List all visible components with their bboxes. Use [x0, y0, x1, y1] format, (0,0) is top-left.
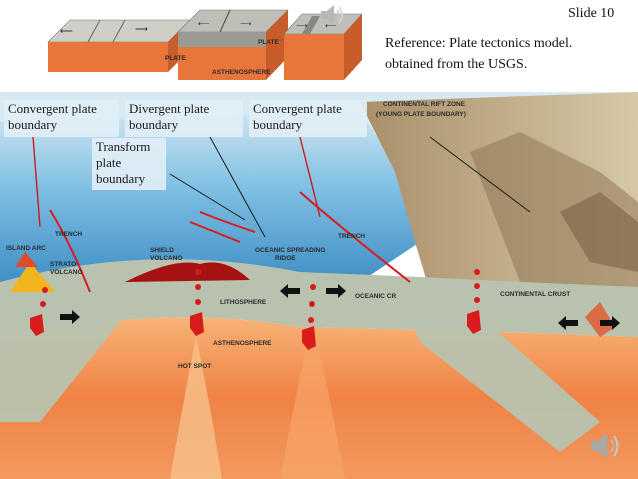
svg-text:⟶: ⟶	[240, 19, 252, 28]
label-island-arc: ISLAND ARC	[6, 245, 46, 252]
svg-text:⟵: ⟵	[198, 19, 210, 28]
callout-transform-line1: Transform	[96, 139, 151, 154]
reference-line-1: Reference: Plate tectonics model.	[385, 36, 573, 51]
label-hot-spot: HOT SPOT	[178, 363, 211, 370]
label-continental-rift: CONTINENTAL RIFT ZONE	[383, 101, 466, 108]
callout-convergent-right: Convergent plate boundary	[249, 100, 367, 137]
callout-convergent-right-line2: boundary	[253, 117, 303, 132]
reference-line-2: obtained from the USGS.	[385, 57, 528, 72]
callout-divergent-line2: boundary	[129, 117, 179, 132]
label-oceanic-crust: OCEANIC CR	[355, 293, 396, 300]
callout-divergent-line1: Divergent plate	[129, 101, 210, 116]
callout-transform-line3: boundary	[96, 171, 146, 186]
svg-text:⟵: ⟵	[60, 26, 73, 36]
label-continental-crust: CONTINENTAL CRUST	[500, 291, 570, 298]
pointer-transform	[169, 173, 246, 221]
callout-divergent: Divergent plate boundary	[125, 100, 243, 137]
magma-dots	[40, 269, 480, 323]
plate-tectonics-diagram: CONTINENTAL RIFT ZONE (YOUNG PLATE BOUND…	[0, 92, 638, 479]
shield-volcano	[125, 262, 250, 282]
speaker-icon[interactable]	[318, 2, 346, 28]
label-shield-2: VOLCANO	[150, 255, 183, 262]
callout-transform-line2: plate	[96, 155, 122, 170]
callout-convergent-left-line1: Convergent plate	[8, 101, 97, 116]
pointer-divergent	[209, 136, 266, 238]
callout-convergent-left: Convergent plate boundary	[4, 100, 119, 137]
thumb-plate-label-2: PLATE	[258, 39, 279, 46]
callout-convergent-left-line2: boundary	[8, 117, 58, 132]
thumb-asthenosphere-label: ASTHENOSPHERE	[212, 69, 271, 76]
divergent-thumbnail: ⟵ ⟶ PLATE ASTHENOSPHERE PLATE	[165, 9, 290, 80]
thumb-plate-label: PLATE	[165, 55, 186, 62]
label-trench-left: TRENCH	[55, 231, 82, 238]
convergent-thumbnail: ⟶ ⟵	[283, 13, 363, 80]
label-shield-1: SHIELD	[150, 247, 174, 254]
label-strato-1: STRATO-	[50, 261, 78, 268]
strato-volcano	[10, 262, 55, 292]
svg-text:⟵: ⟵	[325, 21, 337, 30]
svg-text:⟶: ⟶	[135, 24, 148, 34]
label-strato-2: VOLCANO	[50, 269, 83, 276]
speaker-icon[interactable]	[588, 430, 622, 462]
label-spreading-2: RIDGE	[275, 255, 296, 262]
pointer-rift	[429, 136, 531, 213]
label-lithosphere: LITHOSPHERE	[220, 299, 267, 306]
pointer-convergent-right	[299, 136, 321, 218]
callout-convergent-right-line1: Convergent plate	[253, 101, 342, 116]
label-spreading-1: OCEANIC SPREADING	[255, 247, 325, 254]
slide-number: Slide 10	[568, 6, 615, 21]
label-young-plate-boundary: (YOUNG PLATE BOUNDARY)	[376, 111, 466, 118]
svg-text:⟶: ⟶	[296, 21, 308, 30]
label-trench-right: TRENCH	[338, 233, 365, 240]
plate-motion-arrows	[60, 284, 620, 330]
transform-thumbnail: ⟵ ⟶	[47, 19, 191, 72]
label-asthenosphere: ASTHENOSPHERE	[213, 340, 272, 347]
callout-transform: Transform plate boundary	[92, 138, 166, 190]
pointer-convergent-left	[32, 136, 41, 228]
plate-model-thumbnails: ⟵ ⟶ ⟵ ⟶ PLATE ASTHENOSPHERE PLATE ⟶ ⟵	[47, 9, 363, 80]
